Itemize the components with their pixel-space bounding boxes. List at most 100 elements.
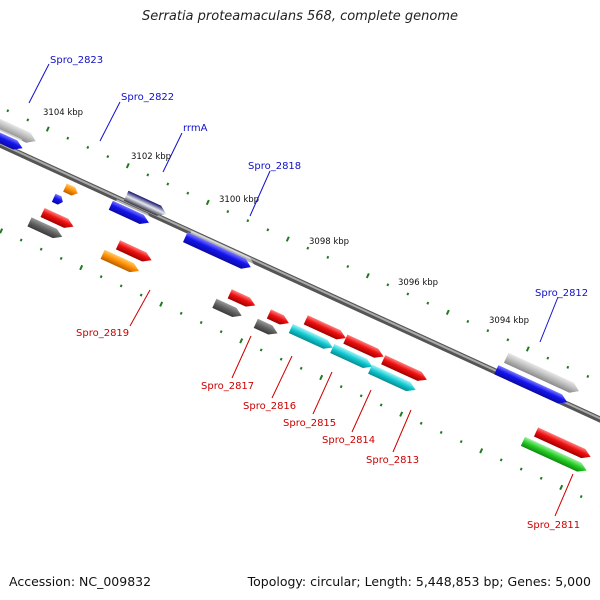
gene-feature[interactable] bbox=[51, 193, 65, 206]
tick-mark bbox=[346, 264, 350, 269]
tick-mark bbox=[299, 366, 303, 370]
tick-mark bbox=[359, 394, 363, 398]
tick-mark bbox=[266, 228, 270, 232]
tick-mark bbox=[199, 320, 203, 325]
gene-feature[interactable] bbox=[533, 427, 593, 461]
tick-mark bbox=[486, 329, 490, 333]
gene-label[interactable]: Spro_2815 bbox=[283, 418, 336, 429]
gene-feature[interactable] bbox=[0, 121, 25, 153]
tick-mark bbox=[525, 346, 530, 352]
tick-mark bbox=[39, 247, 43, 251]
gene-label[interactable]: Spro_2817 bbox=[201, 381, 254, 392]
tick-mark bbox=[566, 365, 570, 369]
tick-mark bbox=[419, 421, 423, 425]
tick-mark bbox=[219, 330, 223, 334]
tick-mark bbox=[159, 301, 164, 307]
gene-feature[interactable] bbox=[108, 200, 151, 228]
kbp-label: 3104 kbp bbox=[43, 108, 83, 118]
gene-feature[interactable] bbox=[381, 355, 429, 384]
gene-feature[interactable] bbox=[253, 318, 280, 338]
tick-mark bbox=[479, 448, 484, 454]
kbp-label: 3094 kbp bbox=[489, 316, 529, 326]
tick-mark bbox=[246, 219, 250, 223]
tick-mark bbox=[386, 283, 390, 287]
tick-mark bbox=[519, 467, 523, 471]
gene-feature[interactable] bbox=[27, 217, 64, 241]
tick-mark bbox=[86, 145, 90, 149]
tick-mark bbox=[179, 311, 183, 315]
gene-feature[interactable] bbox=[330, 343, 374, 371]
gene-label[interactable]: Spro_2814 bbox=[322, 435, 375, 446]
gene-feature[interactable] bbox=[227, 289, 258, 310]
gene-label[interactable]: Spro_2812 bbox=[535, 288, 588, 299]
gene-feature[interactable] bbox=[63, 183, 79, 197]
tick-mark bbox=[586, 374, 590, 379]
tick-mark bbox=[139, 293, 143, 297]
tick-mark bbox=[146, 173, 150, 177]
tick-mark bbox=[459, 440, 463, 444]
tick-mark bbox=[226, 209, 230, 214]
gene-feature[interactable] bbox=[40, 207, 76, 231]
kbp-label: 3096 kbp bbox=[398, 278, 438, 288]
gene-feature[interactable] bbox=[520, 436, 589, 475]
gene-feature[interactable] bbox=[494, 365, 569, 407]
accession-text: Accession: NC_009832 bbox=[9, 574, 152, 589]
tick-mark bbox=[426, 301, 430, 305]
tick-mark bbox=[99, 275, 103, 279]
kbp-label: 3102 kbp bbox=[131, 152, 171, 162]
gene-feature[interactable] bbox=[182, 232, 253, 272]
tick-mark bbox=[439, 430, 443, 435]
tick-mark bbox=[259, 348, 263, 352]
tick-mark bbox=[399, 411, 404, 417]
gene-label[interactable]: Spro_2819 bbox=[76, 328, 129, 339]
tick-mark bbox=[506, 338, 510, 342]
tick-mark bbox=[19, 238, 23, 242]
gene-feature[interactable] bbox=[100, 249, 142, 276]
tick-mark bbox=[539, 476, 543, 480]
tick-mark bbox=[119, 284, 123, 288]
gene-feature[interactable] bbox=[503, 352, 581, 396]
gene-track bbox=[0, 108, 595, 475]
tick-mark bbox=[499, 458, 503, 462]
gene-feature[interactable] bbox=[288, 323, 335, 352]
tick-mark bbox=[326, 255, 330, 259]
gene-label[interactable]: Spro_2811 bbox=[527, 520, 580, 531]
tick-mark bbox=[379, 403, 383, 407]
tick-mark bbox=[186, 191, 190, 195]
gene-feature[interactable] bbox=[368, 364, 418, 395]
tick-mark bbox=[466, 319, 470, 324]
gene-feature[interactable] bbox=[123, 190, 169, 219]
tick-mark bbox=[239, 338, 244, 344]
gene-feature[interactable] bbox=[343, 334, 385, 362]
gene-feature[interactable] bbox=[303, 315, 348, 342]
tick-mark bbox=[79, 264, 84, 271]
tick-mark bbox=[406, 292, 410, 296]
tick-mark bbox=[125, 163, 130, 169]
kbp-label: 3098 kbp bbox=[309, 237, 349, 247]
tick-mark bbox=[559, 484, 564, 491]
tick-marks bbox=[0, 109, 600, 507]
gene-feature[interactable] bbox=[212, 298, 243, 321]
gene-label[interactable]: Spro_2816 bbox=[243, 401, 296, 412]
gene-label[interactable]: Spro_2822 bbox=[121, 92, 174, 103]
tick-mark bbox=[579, 495, 583, 499]
tick-mark bbox=[66, 136, 70, 140]
gene-label[interactable]: rrmA bbox=[183, 123, 208, 134]
gene-feature[interactable] bbox=[0, 110, 38, 146]
tick-mark bbox=[279, 357, 283, 361]
tick-mark bbox=[45, 126, 50, 132]
tick-mark bbox=[445, 309, 450, 316]
tick-mark bbox=[319, 374, 324, 381]
tick-mark bbox=[205, 199, 210, 206]
tick-mark bbox=[106, 155, 110, 159]
topology-text: Topology: circular; Length: 5,448,853 bp… bbox=[247, 574, 591, 589]
gene-feature[interactable] bbox=[266, 309, 291, 327]
gene-label[interactable]: Spro_2818 bbox=[248, 161, 301, 172]
tick-mark bbox=[365, 272, 370, 279]
tick-mark bbox=[166, 182, 170, 186]
map-title: Serratia proteamaculans 568, complete ge… bbox=[141, 9, 459, 24]
gene-label[interactable]: Spro_2823 bbox=[50, 55, 103, 66]
gene-feature[interactable] bbox=[115, 240, 154, 265]
gene-label[interactable]: Spro_2813 bbox=[366, 455, 419, 466]
